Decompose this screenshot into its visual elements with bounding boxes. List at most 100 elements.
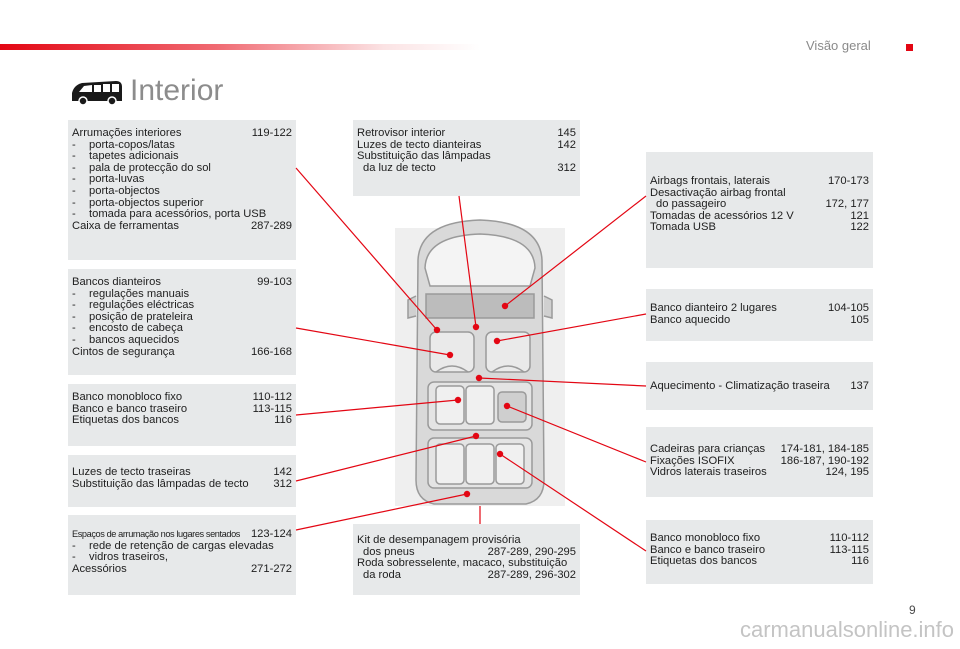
front-seats-pages: 99-103 — [257, 276, 292, 288]
callout-dots — [433, 302, 511, 498]
rear-lights-pages: 312 — [273, 477, 292, 490]
front-seats-footer-pages: 166-168 — [250, 345, 292, 358]
child-seats-label: Vidros laterais traseiros — [650, 466, 767, 479]
section-marker — [906, 44, 913, 51]
bench-right-label: Banco e banco traseiro — [650, 543, 766, 556]
watermark: carmanualsonline.info — [740, 617, 955, 642]
car-top-view — [407, 219, 553, 505]
storage-footer: Caixa de ferramentas — [72, 219, 179, 232]
page-number: 9 — [909, 603, 916, 617]
child-seats-label: Cadeiras para crianças — [650, 443, 766, 455]
bench-left-box: Banco monobloco fixo 110-112 Banco e banc… — [68, 384, 296, 446]
bench-right-pages: 110-112 — [829, 532, 869, 544]
front-seats-item: regulações eléctricas — [89, 299, 195, 312]
airbags-box: Airbags frontais, laterais 170-173 Desact… — [646, 152, 873, 268]
callout-dot — [503, 402, 511, 410]
mirror-pages: 142 — [557, 138, 576, 151]
rear-storage-footer-pages: 271-272 — [250, 562, 292, 575]
leader-line — [295, 167, 438, 331]
storage-title: Arrumações interiores — [72, 127, 182, 139]
leader-line — [496, 313, 647, 342]
leader-line — [506, 405, 647, 463]
storage-footer-pages: 287-289 — [250, 219, 292, 232]
callout-dot — [463, 490, 471, 498]
tyre-kit-label: Roda sobresselente, macaco, substituição — [357, 557, 568, 570]
airbags-label: do passageiro — [656, 198, 727, 211]
storage-item: porta-copos/latas — [89, 138, 175, 151]
airbags-label: Desactivação airbag frontal — [650, 186, 786, 199]
tyre-kit-pages: 287-289, 290-295 — [487, 545, 576, 558]
bench-left-pages: 110-112 — [252, 391, 292, 403]
rear-storage-item: rede de retenção de cargas elevadas — [89, 539, 274, 552]
page-title: Interior — [130, 74, 224, 107]
callout-dot — [493, 337, 501, 345]
mirror-label: Luzes de tecto dianteiras — [357, 138, 482, 151]
rear-storage-footer: Acessórios — [72, 562, 127, 575]
rear-storage-box: Espaços de arrumação nos lugares sentado… — [68, 515, 296, 595]
bench-left-pages: 116 — [274, 414, 292, 427]
header-accent-bar — [0, 44, 480, 50]
rear-heating-pages: 137 — [850, 380, 869, 392]
leader-line — [458, 195, 477, 328]
bench-left-label: Banco e banco traseiro — [72, 402, 188, 415]
front-seats-footer: Cintos de segurança — [72, 345, 175, 358]
airbags-pages: 172, 177 — [825, 198, 869, 211]
rear-storage-pages: 123-124 — [250, 528, 292, 540]
rear-lights-label: Substituição das lâmpadas de tecto — [72, 477, 249, 490]
airbags-label: Tomadas de acessórios 12 V — [650, 209, 794, 222]
callout-dot — [501, 302, 509, 310]
section-title: Visão geral — [806, 38, 871, 53]
tyre-kit-box: Kit de desempanagem provisória dos pneus… — [353, 524, 580, 595]
storage-pages: 119-122 — [251, 127, 292, 139]
front-bench-label: Banco dianteiro 2 lugares — [650, 302, 777, 314]
rear-storage-title: Espaços de arrumação nos lugares sentado… — [72, 529, 240, 539]
leader-line — [295, 493, 468, 531]
front-seats-item: posição de prateleira — [89, 310, 193, 323]
airbags-label: Airbags frontais, laterais — [650, 175, 771, 187]
mirror-label: Retrovisor interior — [357, 127, 446, 139]
callout-dot — [472, 323, 480, 331]
child-seats-pages: 174-181, 184-185 — [780, 443, 869, 455]
van-icon — [72, 81, 122, 105]
child-seats-box: Cadeiras para crianças 174-181, 184-185 F… — [646, 427, 873, 497]
child-seats-label: Fixações ISOFIX — [650, 454, 735, 467]
tyre-kit-pages: 287-289, 296-302 — [487, 568, 576, 581]
bench-right-box: Banco monobloco fixo 110-112 Banco e banc… — [646, 520, 873, 584]
callout-dot — [446, 351, 454, 359]
mirror-label: Substituição das lâmpadas — [357, 150, 491, 163]
front-seats-item: regulações manuais — [89, 287, 190, 300]
bench-left-label: Banco monobloco fixo — [72, 391, 183, 403]
tyre-kit-label: Kit de desempanagem provisória — [357, 534, 521, 546]
bench-right-label: Etiquetas dos bancos — [650, 555, 757, 568]
front-bench-pages: 104-105 — [827, 302, 869, 314]
mirror-pages: 145 — [557, 127, 576, 139]
bench-right-label: Banco monobloco fixo — [650, 532, 761, 544]
leader-line — [499, 453, 647, 552]
bench-right-pages: 113-115 — [829, 543, 869, 556]
storage-item: porta-objectos — [89, 184, 160, 197]
rear-lights-pages: 142 — [273, 466, 292, 478]
leader-line — [295, 399, 459, 416]
leader-lines — [295, 167, 647, 552]
storage-item: tomada para acessórios, porta USB — [89, 208, 267, 221]
callout-dot — [475, 374, 483, 382]
leader-line — [504, 195, 647, 307]
mirror-label: da luz de tecto — [363, 161, 436, 174]
rear-storage-item: vidros traseiros, — [89, 551, 168, 564]
mirror-box: Retrovisor interior 145 Luzes de tecto di… — [353, 120, 580, 196]
storage-item: pala de protecção do sol — [89, 161, 211, 174]
leader-line — [295, 435, 477, 482]
tyre-kit-label: da roda — [363, 568, 401, 581]
airbags-label: Tomada USB — [650, 221, 716, 234]
bench-right-pages: 116 — [851, 555, 869, 568]
airbags-pages: 122 — [850, 221, 869, 234]
airbags-pages: 121 — [850, 209, 869, 222]
callout-dot — [472, 432, 480, 440]
child-seats-pages: 186-187, 190-192 — [780, 454, 869, 467]
airbags-pages: 170-173 — [827, 175, 869, 187]
